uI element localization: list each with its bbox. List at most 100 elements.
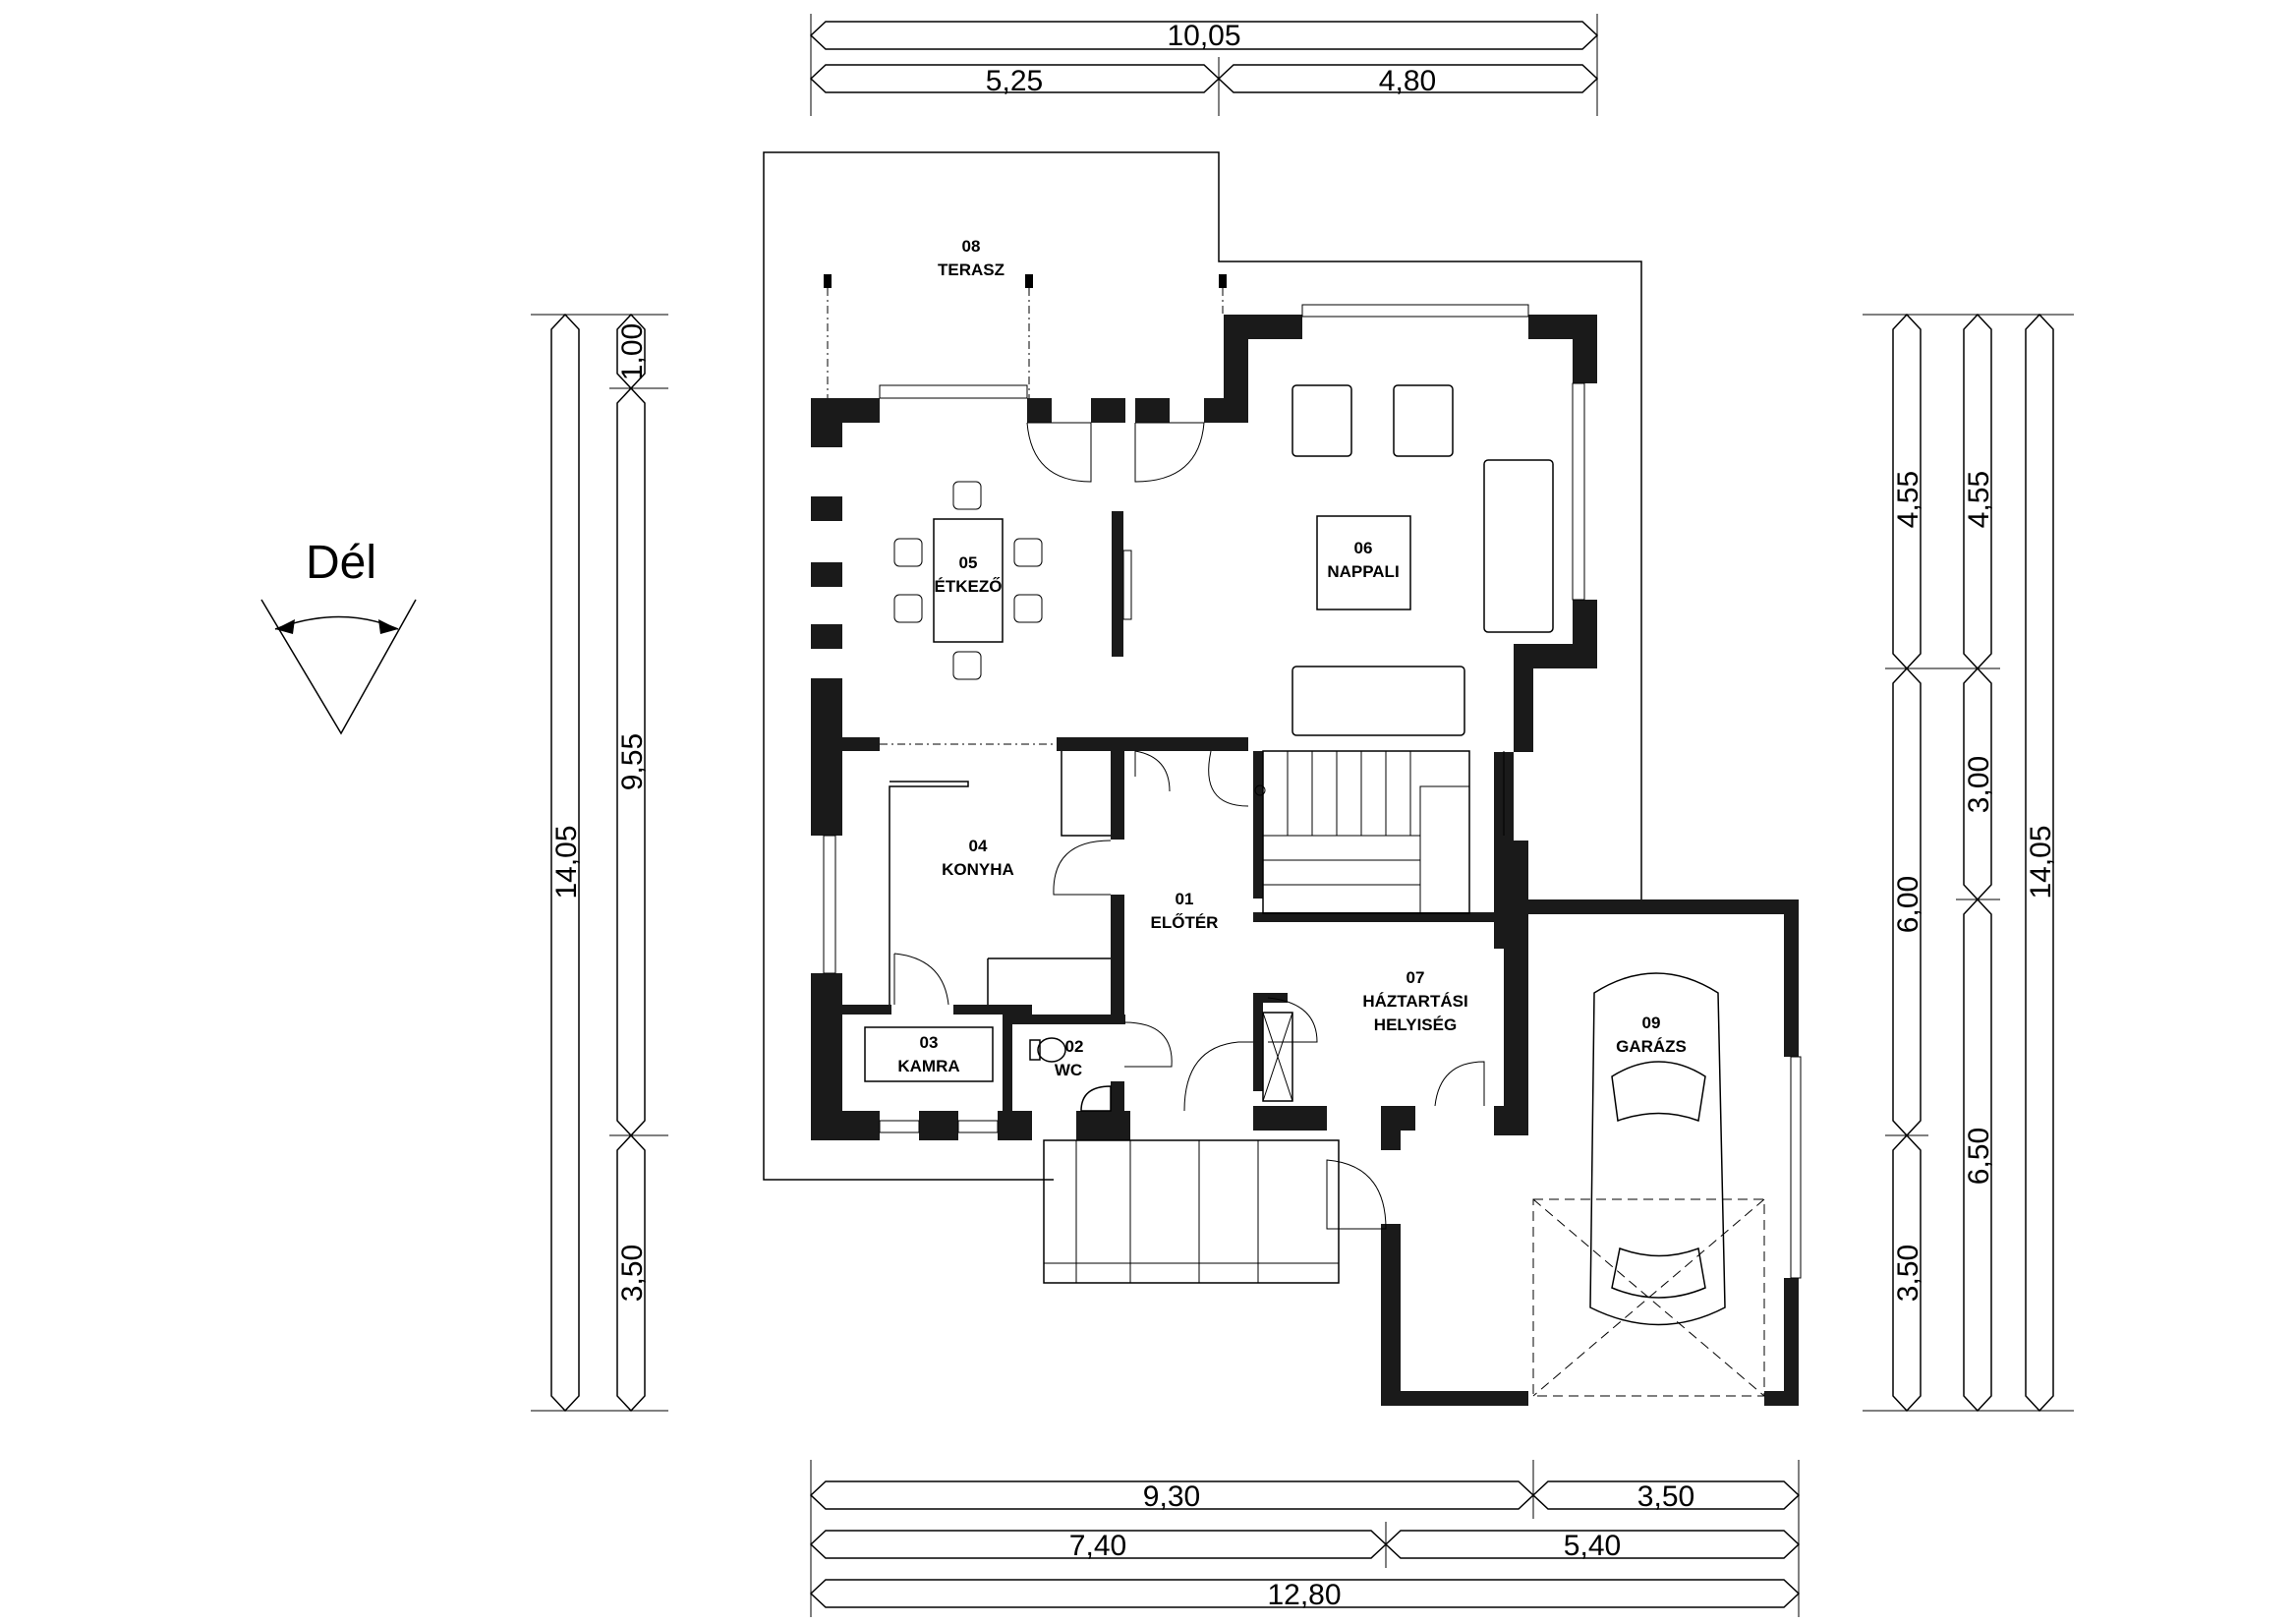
pantry-shelf [864, 1026, 994, 1082]
staircase [1262, 750, 1470, 914]
dim-right-c1c: 3,50 [1892, 1245, 1924, 1302]
terrace-posts [824, 274, 1227, 398]
dim-bottom-r1-right: 3,50 [1637, 1480, 1694, 1513]
arc-arrowhead-right [378, 619, 398, 634]
dim-bottom-r1-left: 9,30 [1143, 1480, 1200, 1513]
room-name: TERASZ [938, 261, 1004, 279]
dim-right-c2c: 6,50 [1963, 1128, 1995, 1185]
wall [1381, 1224, 1401, 1406]
wall [811, 562, 842, 587]
entrance-porch [1043, 1139, 1340, 1284]
door-swing [1123, 1021, 1173, 1068]
window [879, 384, 1028, 399]
dim-top-left: 5,25 [986, 65, 1043, 97]
room-name: KAMRA [897, 1057, 959, 1075]
chair-icon [952, 651, 982, 680]
fireplace-icon [1122, 550, 1132, 620]
arc-arrowhead-left [275, 619, 295, 634]
wall [811, 624, 842, 649]
room-name: HELYISÉG [1374, 1015, 1457, 1034]
wall [842, 1005, 891, 1015]
post-icon [1219, 274, 1227, 288]
car-rear-window [1611, 1247, 1706, 1299]
compass-arrow-icon [260, 599, 417, 735]
doors [893, 422, 1485, 1230]
door-swing [1434, 1061, 1485, 1107]
dim-right-c1a: 4,55 [1892, 471, 1924, 528]
room-number: 05 [959, 553, 978, 572]
room-name: NAPPALI [1327, 562, 1399, 581]
stair-start-icon [1254, 784, 1266, 796]
wall [998, 1111, 1032, 1140]
chair-icon [1013, 538, 1043, 567]
wall [1381, 1391, 1528, 1406]
door-swing [1134, 422, 1205, 483]
wall [811, 1111, 880, 1140]
dimension-lines: 10,05 5,25 4,80 9,30 3,50 7,40 5,40 12,8… [531, 14, 2074, 1617]
room-number: 03 [920, 1033, 939, 1052]
dim-bottom-r2-right: 5,40 [1564, 1530, 1621, 1562]
car-icon [1589, 972, 1726, 1326]
dim-top-total: 10,05 [1167, 20, 1240, 52]
wall [1784, 1278, 1799, 1406]
wall [1253, 751, 1263, 899]
door-swing [1053, 840, 1112, 896]
wall [1224, 315, 1302, 339]
kitchen-counter [889, 781, 969, 1005]
room-name: ÉTKEZŐ [935, 577, 1003, 596]
wall [919, 1111, 958, 1140]
post-icon [824, 274, 832, 288]
window [1572, 382, 1585, 601]
door-swing [893, 953, 949, 1006]
wall [1253, 1106, 1327, 1131]
window [957, 1120, 999, 1133]
furniture [864, 384, 1765, 1397]
room-number: 09 [1642, 1014, 1661, 1032]
wall [1111, 1081, 1124, 1140]
toilet-icon [1037, 1037, 1066, 1063]
basin-icon [1080, 1085, 1112, 1112]
wall [1494, 1106, 1528, 1135]
room-number: 01 [1176, 890, 1194, 908]
chair-icon [893, 538, 923, 567]
dim-right-total: 14,05 [2025, 825, 2057, 899]
windows [823, 304, 1802, 1279]
car-windshield [1611, 1061, 1706, 1123]
wall [1514, 899, 1799, 914]
kitchen-counter [1061, 751, 1111, 837]
room-name: HÁZTARTÁSI [1362, 992, 1467, 1011]
wall [1253, 912, 1504, 922]
wall [1514, 644, 1533, 752]
closet-diagonal [1262, 1012, 1293, 1102]
door-swing [1267, 997, 1318, 1043]
room-name: KONYHA [942, 860, 1014, 879]
wall [1573, 315, 1597, 383]
chair-icon [893, 594, 923, 623]
fireplace-icon [1112, 511, 1123, 657]
door-swing [1326, 1159, 1387, 1230]
room-name: GARÁZS [1616, 1037, 1687, 1056]
wall [1111, 895, 1124, 1022]
garage-door-outline [1532, 1198, 1765, 1397]
room-number: 08 [962, 237, 981, 256]
dim-right-c1b: 6,00 [1892, 876, 1924, 933]
dim-left-seg2: 9,55 [616, 733, 649, 790]
armchair-icon [1393, 384, 1454, 457]
wall [1091, 398, 1125, 423]
stair-landing [1419, 785, 1470, 914]
sofa-icon [1292, 666, 1465, 736]
wall [1012, 1015, 1125, 1024]
wall [1003, 1005, 1012, 1132]
garage-door-diagonal [1532, 1198, 1765, 1397]
dim-right-c2b: 3,00 [1963, 756, 1995, 813]
dining-table [933, 518, 1004, 643]
room-name: ELŐTÉR [1151, 913, 1219, 932]
window [1790, 1056, 1802, 1279]
door-swing [1183, 1041, 1253, 1112]
coffee-table [1316, 515, 1411, 610]
room-number: 06 [1354, 539, 1373, 557]
compass-label: Dél [306, 537, 376, 589]
door-swing [1026, 422, 1092, 483]
wall [811, 678, 842, 836]
wall [1784, 899, 1799, 1057]
